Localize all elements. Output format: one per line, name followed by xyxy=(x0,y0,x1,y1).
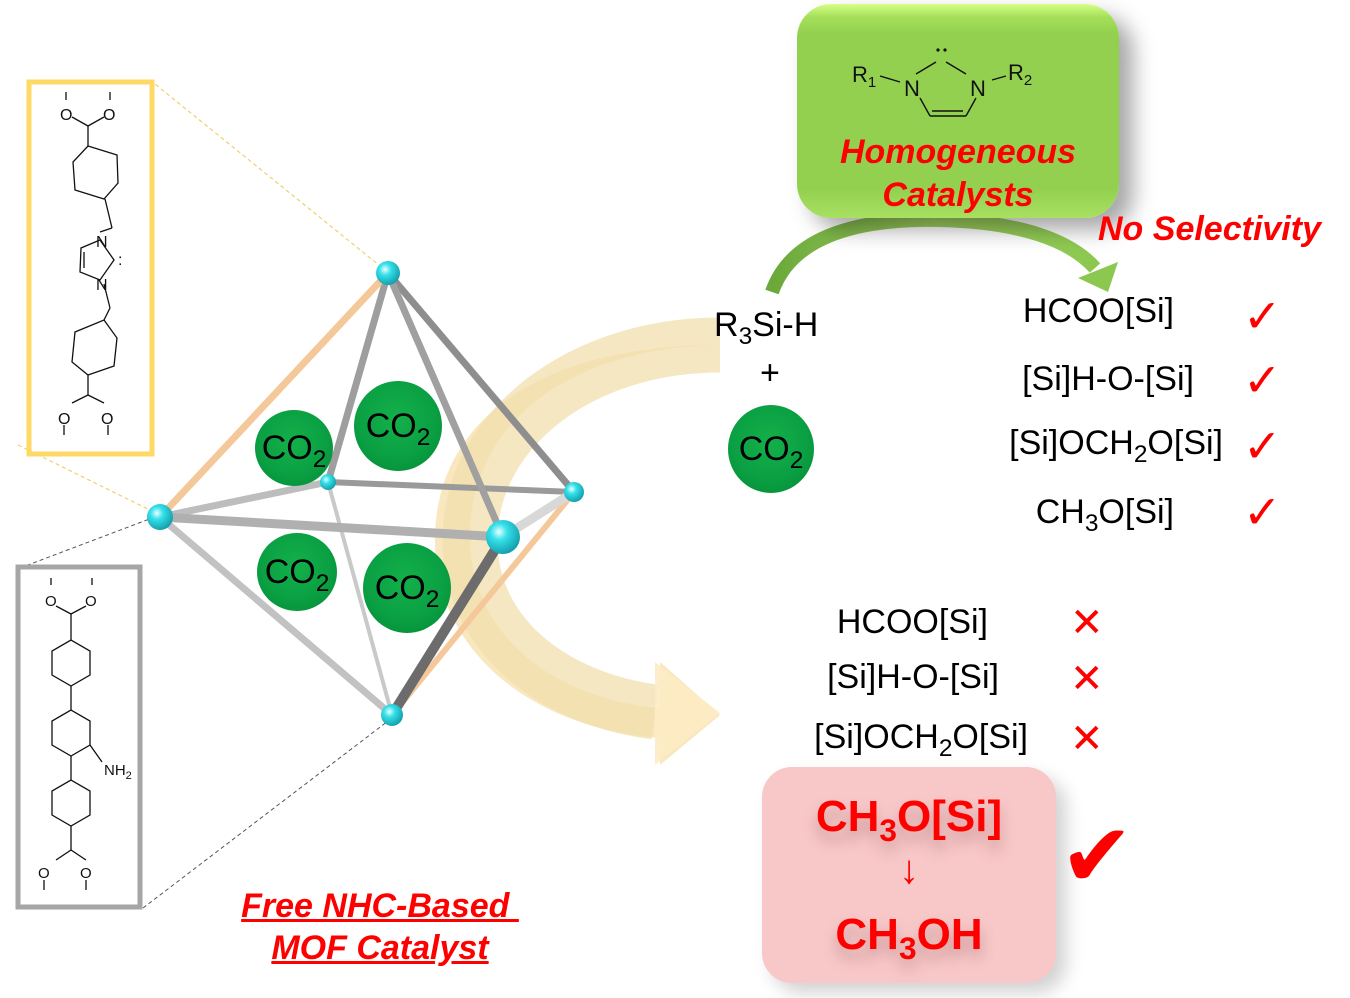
nhc-linker-structure xyxy=(26,79,155,457)
selected-product-box xyxy=(762,767,1056,983)
nhc-linker-n-top: N xyxy=(96,234,108,251)
amino-linker-o: O xyxy=(38,865,50,882)
conversion-arrow-icon: ↓ xyxy=(899,848,919,892)
rejected-product: HCOO[Si] xyxy=(836,603,988,641)
check-icon: ✓ xyxy=(1243,290,1282,342)
rejected-product: [Si]OCH2O[Si] xyxy=(814,718,1028,762)
cage-node xyxy=(381,704,403,726)
check-icon: ✓ xyxy=(1243,354,1282,406)
big-check-icon: ✔ xyxy=(1060,806,1134,905)
co2-guest: CO2 xyxy=(255,410,333,486)
co2-guest: CO2 xyxy=(363,543,451,633)
cross-icon: ✕ xyxy=(1070,717,1104,761)
co2-guest: CO2 xyxy=(354,381,442,471)
nhc-linker-carbene: : xyxy=(118,252,122,269)
silane-reagent: R3Si-H xyxy=(714,306,819,350)
guide-line-amino-bottom xyxy=(142,717,393,909)
cage-node xyxy=(376,261,400,285)
mof-label-line1: Free NHC-Based xyxy=(241,887,519,925)
flow-arrow-body xyxy=(442,317,721,740)
flow-arrow-head xyxy=(655,662,720,765)
guide-line-amino-top xyxy=(19,514,161,569)
amino-linker-o: O xyxy=(85,593,97,610)
cross-icon: ✕ xyxy=(1070,601,1104,645)
cage-node xyxy=(486,520,520,554)
nhc-linker-o: O xyxy=(101,411,113,428)
homogeneous-product: [Si]H-O-[Si] xyxy=(1022,360,1194,398)
amino-linker-structure xyxy=(15,564,143,910)
guide-line-nhc-bottom xyxy=(17,444,161,516)
no-selectivity-label: No Selectivity xyxy=(1098,210,1321,248)
final-product-methanol: CH3OH xyxy=(835,910,983,967)
amino-linker-o: O xyxy=(80,865,92,882)
co2-guest: CO2 xyxy=(257,533,337,611)
nhc-linker-o: O xyxy=(103,107,115,124)
cage-node xyxy=(320,474,336,490)
nhc-linker-n-bottom: N xyxy=(96,277,108,294)
homogeneous-product: CH3O[Si] xyxy=(1035,493,1174,537)
homogeneous-product: HCOO[Si] xyxy=(1022,292,1174,330)
rejected-product: [Si]H-O-[Si] xyxy=(827,658,999,696)
catalyst-title-line1: Homogeneous xyxy=(839,133,1077,171)
amino-linker-o: O xyxy=(45,593,57,610)
nhc-linker-o: O xyxy=(58,411,70,428)
selected-product: CH3O[Si] xyxy=(815,792,1003,849)
co2-reagent: CO2 xyxy=(728,405,814,493)
catalyst-arrow xyxy=(765,212,1101,295)
cross-icon: ✕ xyxy=(1070,657,1104,701)
homogeneous-product: [Si]OCH2O[Si] xyxy=(1009,424,1223,468)
guide-line-nhc-top xyxy=(149,79,386,271)
amino-linker-nh2: NH2 xyxy=(104,762,132,782)
check-icon: ✓ xyxy=(1243,486,1282,538)
catalyst-arrow-head xyxy=(1078,262,1118,292)
nhc-linker-o: O xyxy=(60,107,72,124)
catalyst-title-line2: Catalysts xyxy=(882,176,1034,214)
check-icon: ✓ xyxy=(1243,420,1282,472)
cage-node xyxy=(147,504,173,530)
mof-cage xyxy=(147,261,584,726)
mof-catalyst-label: Free NHC-Based MOF Catalyst xyxy=(190,885,570,969)
mof-label-line2: MOF Catalyst xyxy=(271,929,489,967)
cage-node xyxy=(564,482,584,502)
plus-sign: + xyxy=(760,354,780,392)
